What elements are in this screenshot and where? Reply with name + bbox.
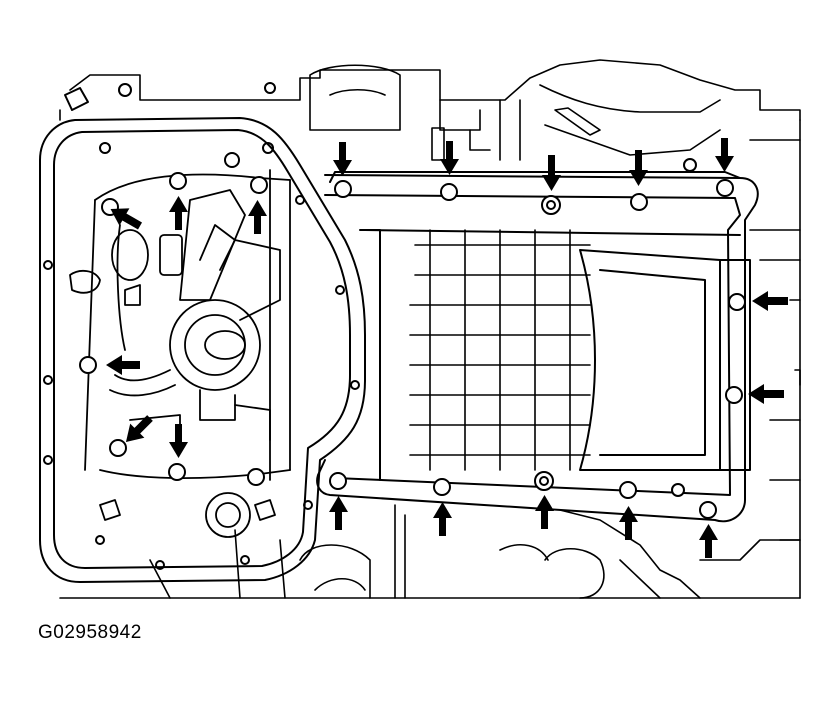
oil-pan-body <box>316 171 759 523</box>
figure-code: G02958942 <box>38 622 142 643</box>
arrow-down <box>333 142 352 176</box>
left-gasket-outline <box>39 82 366 583</box>
arrow-up <box>619 506 638 540</box>
arrow-down <box>629 150 648 186</box>
arrow-up <box>433 502 452 536</box>
arrow-left <box>752 291 788 311</box>
arrow-up <box>329 496 348 530</box>
arrow-diagonal <box>125 415 153 443</box>
arrow-down <box>715 138 734 172</box>
arrow-up <box>699 524 718 558</box>
arrow-up <box>535 495 554 529</box>
engine-block-outline <box>59 59 801 599</box>
arrow-diagonal <box>110 208 142 230</box>
arrow-up <box>169 196 188 230</box>
arrow-left <box>106 355 140 375</box>
arrow-left <box>748 384 784 404</box>
bolt-heads <box>79 152 746 519</box>
oil-pan-ribs <box>409 229 591 471</box>
bolt-arrows <box>106 138 788 558</box>
arrow-down <box>169 424 188 458</box>
arrow-down <box>440 141 459 175</box>
arrow-up <box>248 200 267 234</box>
arrow-down <box>542 155 561 191</box>
